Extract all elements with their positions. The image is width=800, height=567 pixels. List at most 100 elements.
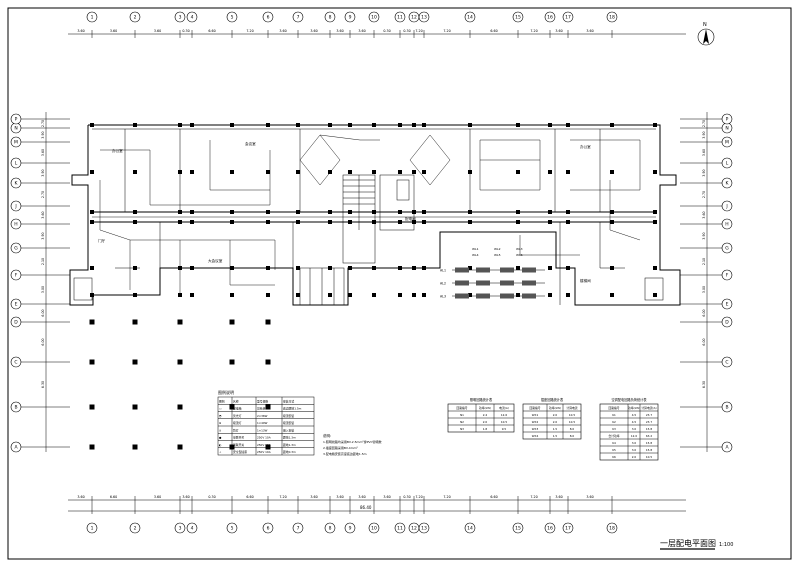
breaker-block (455, 267, 469, 273)
column-axis-label: 14 (467, 526, 473, 532)
dimension-text: 3.60 (358, 29, 365, 33)
column-square (348, 210, 352, 214)
column-square (422, 123, 426, 127)
dimension-text: 3.60 (702, 211, 706, 218)
column-square (412, 123, 416, 127)
dimension-text: 2.10 (41, 258, 45, 265)
panel-label: AL1 (440, 269, 446, 273)
column-square (133, 293, 137, 297)
column-square (133, 123, 137, 127)
row-axis-bubble: M (10, 136, 70, 148)
column-axis-label: 2 (134, 15, 137, 21)
table-cell: 10.5 (646, 455, 652, 459)
row-axis-label: C (725, 360, 728, 366)
dimension-text: 7.20 (246, 29, 253, 33)
row-axis-bubble: C (680, 356, 733, 368)
column-square (266, 266, 270, 270)
table-cell: K6 (612, 455, 616, 459)
dimension-text: 3.60 (41, 211, 45, 218)
column-square (653, 293, 657, 297)
row-axis-bubble: C (10, 356, 70, 368)
column-square (266, 170, 270, 174)
column-square (398, 266, 402, 270)
dimension-text: 3.60 (154, 29, 161, 33)
column-square (229, 319, 235, 325)
column-square (372, 210, 376, 214)
column-square (412, 220, 416, 224)
right-dimensions: 2.703.903.603.902.703.603.902.103.006.00… (702, 120, 706, 388)
legend-cell: 距地1.3m (283, 436, 296, 440)
row-axis-label: D (725, 320, 729, 326)
drawing-title: 一层配电平面图 (660, 538, 716, 548)
table-cell: K1 (612, 413, 616, 417)
column-square (177, 444, 183, 450)
column-axis-bubble: 15 (512, 522, 524, 534)
dimension-text: 0.30 (383, 29, 390, 33)
room-label: 配电间 (405, 216, 416, 221)
column-square (422, 210, 426, 214)
column-axis-bubble: 4 (186, 11, 198, 23)
column-square (516, 170, 520, 174)
column-axis-label: 11 (397, 526, 403, 532)
column-square (229, 359, 235, 365)
column-square (610, 210, 614, 214)
column-square (190, 293, 194, 297)
column-square (422, 220, 426, 224)
column-square (372, 170, 376, 174)
column-square (177, 319, 183, 325)
column-axis-bubble: 18 (606, 522, 618, 534)
column-square (372, 293, 376, 297)
column-axis-bubble: 6 (262, 11, 274, 23)
note-line: 2.插座回路采用BV-4mm² (323, 445, 359, 450)
dimension-text: 0.30 (403, 495, 410, 499)
column-square (90, 220, 94, 224)
column-square (230, 123, 234, 127)
row-axis-label: G (725, 246, 729, 252)
dimension-text: 3.60 (586, 495, 593, 499)
column-axis-bubble: 12 (408, 522, 420, 534)
legend-cell: ⊗ (219, 421, 221, 425)
column-axis-label: 12 (411, 526, 417, 532)
column-square (89, 319, 95, 325)
column-square (412, 170, 416, 174)
row-axis-label: E (15, 302, 18, 308)
column-axis-bubble: 10 (368, 11, 380, 23)
column-square (265, 404, 271, 410)
column-square (566, 123, 570, 127)
table-header: 回路编号 (529, 406, 540, 410)
circuit-label: WL5 (494, 253, 501, 257)
dimension-text: 0.30 (403, 29, 410, 33)
column-square (177, 404, 183, 410)
column-square (398, 123, 402, 127)
column-square (348, 220, 352, 224)
column-square (412, 266, 416, 270)
table-cell: K4 (612, 441, 616, 445)
row-axis-bubble: N (10, 122, 70, 134)
dimension-text: 7.20 (443, 29, 450, 33)
breaker-block (500, 267, 514, 273)
row-axis-bubble: D (680, 316, 733, 328)
table-cell: 合计功率 (608, 434, 619, 438)
column-axis-bubble: 4 (186, 522, 198, 534)
column-axis-bubble: 17 (562, 11, 574, 23)
column-axis-label: 1 (91, 526, 94, 532)
column-axis-bubble: 7 (292, 11, 304, 23)
bottom-total-dimension: 86.40 (360, 505, 372, 510)
column-axis-bubble: 1 (86, 11, 98, 23)
column-axis-bubble: 3 (174, 11, 186, 23)
legend-cell: 见系统 (257, 407, 266, 411)
row-axis-label: G (14, 246, 18, 252)
column-axis-bubble: 15 (512, 11, 524, 23)
column-square (468, 210, 472, 214)
dimension-text: 7.20 (415, 495, 422, 499)
row-axis-bubble: H (680, 218, 733, 230)
column-square (653, 266, 657, 270)
column-square (372, 123, 376, 127)
column-square (610, 123, 614, 127)
drawing-frame (7, 7, 792, 560)
row-axis-label: M (14, 140, 18, 146)
table-cell: WX4 (532, 434, 539, 438)
column-axis-label: 14 (467, 15, 473, 21)
dimension-text: 3.60 (383, 495, 390, 499)
